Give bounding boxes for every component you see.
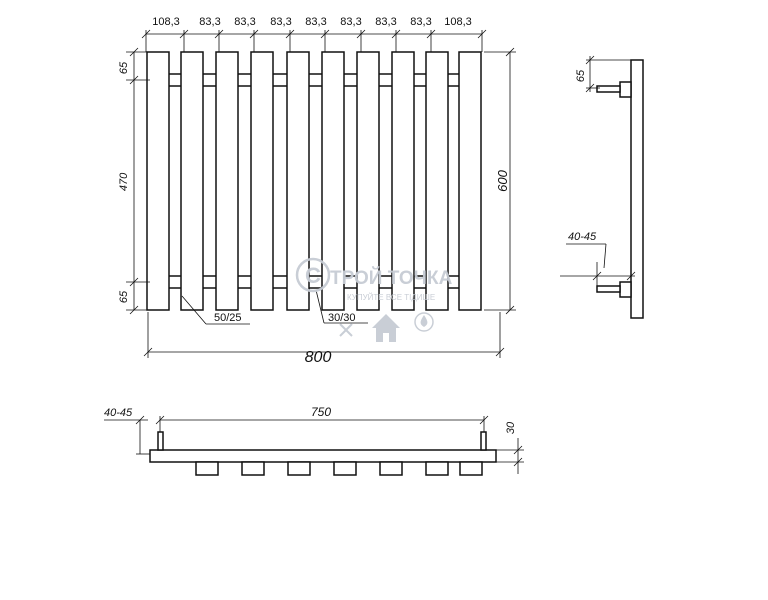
tube-end-block (459, 461, 483, 476)
front-view: 108,3 83,3 83,3 83,3 83,3 83,3 83,3 83,3… (118, 16, 516, 366)
side-offset-label: 65 (575, 69, 587, 82)
bottom-view: 750 40-45 30 (104, 405, 524, 476)
vertical-tube (146, 51, 170, 311)
bottom-depth-label: 30 (505, 421, 517, 434)
left-dimension-chain: 65 470 65 (118, 47, 150, 315)
vertical-tube (180, 51, 204, 311)
vertical-tube (286, 51, 310, 311)
vertical-tube (215, 51, 239, 311)
width-label-6: 83,3 (340, 16, 361, 28)
logo-letter: С (305, 263, 321, 288)
logo-slogan: КУПУЙТЕ ВСЕ ТІДИШЕ (347, 293, 435, 302)
width-label-3: 83,3 (234, 16, 255, 28)
tube-end-block (379, 461, 403, 476)
vertical-tubes (146, 51, 482, 311)
tube-end-block (287, 461, 311, 476)
width-label-4: 83,3 (270, 16, 291, 28)
logo-brand: ТРОЙ ТОЧКА (330, 267, 453, 289)
watermark-logo: С ТРОЙ ТОЧКА КУПУЙТЕ ВСЕ ТІДИШЕ (295, 257, 453, 342)
top-dimension-chain: 108,3 83,3 83,3 83,3 83,3 83,3 83,3 83,3… (141, 16, 487, 52)
tube-end-block (333, 461, 357, 476)
height-label-top: 65 (118, 61, 130, 74)
left-wall-pin (157, 431, 164, 451)
house-icon (372, 314, 400, 342)
side-view: 65 40-45 (560, 55, 644, 319)
upper-pin (596, 85, 621, 93)
tube-section-callout: 50/25 (181, 295, 250, 325)
side-panel (630, 59, 644, 319)
tube-end-block (195, 461, 219, 476)
lower-pin (596, 285, 621, 293)
width-label-5: 83,3 (305, 16, 326, 28)
width-label-7: 83,3 (375, 16, 396, 28)
crossbar-section-label: 30/30 (328, 312, 356, 324)
crossbar-section-callout: 30/30 (315, 289, 368, 324)
upper-bracket (619, 81, 632, 98)
vertical-tube (250, 51, 274, 311)
width-label-2: 83,3 (199, 16, 220, 28)
vertical-tube (458, 51, 482, 311)
water-drop-icon (414, 312, 434, 332)
logo-ring-icon (295, 257, 331, 293)
right-height-dimension: 600 (484, 47, 516, 315)
vertical-tube (391, 51, 415, 311)
width-label-9: 108,3 (444, 16, 472, 28)
bottom-width-dimension: 800 (143, 312, 505, 366)
lower-bracket (619, 281, 632, 298)
tools-icon (339, 323, 353, 337)
bottom-span-label: 750 (311, 405, 331, 419)
height-label-bottom: 65 (118, 290, 130, 303)
bottom-gap-label: 40-45 (104, 407, 133, 419)
vertical-tube (321, 51, 345, 311)
vertical-tube (425, 51, 449, 311)
tube-end-block (425, 461, 449, 476)
height-label-middle: 470 (118, 172, 130, 191)
width-label-1: 108,3 (152, 16, 180, 28)
bottom-plate (149, 449, 497, 463)
total-width-label: 800 (305, 349, 332, 366)
vertical-tube (356, 51, 380, 311)
width-label-8: 83,3 (410, 16, 431, 28)
tube-section-label: 50/25 (214, 312, 242, 324)
total-height-label: 600 (495, 169, 510, 191)
tube-ends (195, 461, 483, 476)
tube-end-block (241, 461, 265, 476)
right-wall-pin (480, 431, 487, 451)
side-gap-label: 40-45 (568, 231, 597, 243)
